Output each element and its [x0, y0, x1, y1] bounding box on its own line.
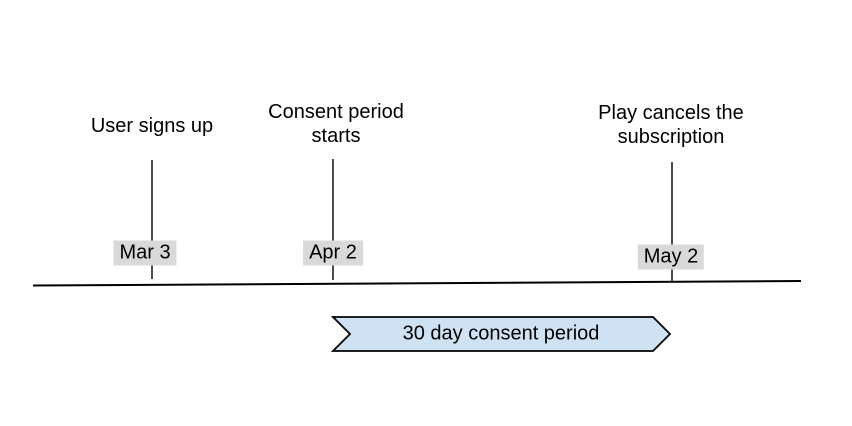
- consent-period-ribbon: [330, 316, 672, 352]
- event-label-user-signs-up: User signs up: [90, 115, 214, 137]
- event-label-consent-period-starts: Consent period starts: [268, 101, 404, 147]
- date-chip-apr-2: Apr 2: [303, 240, 363, 266]
- date-chip-mar-3: Mar 3: [113, 240, 177, 266]
- consent-period-ribbon-label: 30 day consent period: [402, 322, 600, 345]
- event-label-play-cancels-subscription: Play cancels the subscription: [598, 102, 744, 148]
- date-chip-may-2: May 2: [637, 244, 705, 270]
- timeline-axis: [32, 280, 802, 287]
